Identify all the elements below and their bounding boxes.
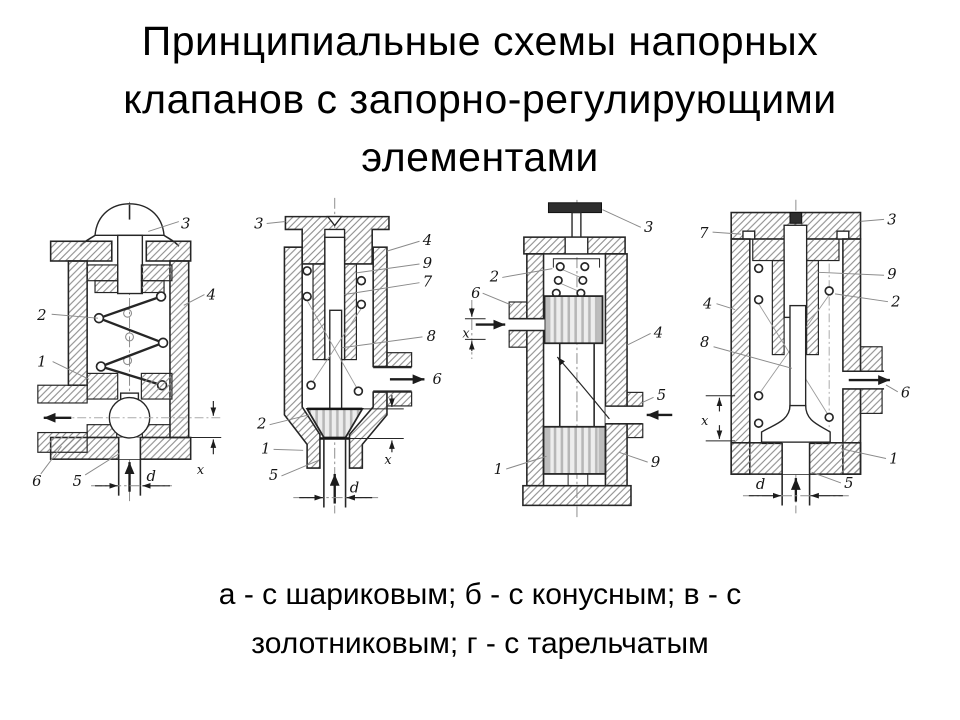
part-label-3: 3 — [254, 215, 263, 232]
stem-tube — [782, 224, 807, 319]
dimension-d: d — [292, 480, 378, 501]
upper-spool-land — [543, 295, 603, 345]
dim-label-x: x — [701, 414, 708, 429]
title-line-1: Принципиальные схемы напорных — [141, 18, 819, 64]
title-line-2: клапанов с запорно-регулирующими — [123, 76, 837, 122]
part-label-8: 8 — [426, 328, 435, 345]
figure-b-cone-valve: d x 3 4 9 7 8 6 2 — [254, 197, 442, 514]
part-labels: 3 2 6 4 5 1 9 — [471, 209, 666, 478]
dimension-x: x — [190, 401, 221, 478]
part-label-9: 9 — [887, 266, 896, 283]
inlet-pipe — [322, 438, 346, 508]
slide-title: Принципиальные схемы напорных клапанов с… — [0, 0, 960, 186]
lower-spool-land — [542, 425, 606, 486]
part-label-2: 2 — [36, 307, 46, 324]
top-plate — [522, 236, 626, 255]
seat-shoulders — [86, 424, 171, 439]
part-label-5: 5 — [72, 473, 81, 490]
left-port — [508, 301, 545, 348]
part-label-6: 6 — [32, 473, 41, 490]
upper-spring-plate — [86, 264, 173, 294]
cone-element — [305, 407, 364, 440]
valve-body — [283, 246, 388, 469]
spring — [551, 258, 600, 298]
inner-rod — [328, 309, 342, 410]
part-label-1: 1 — [889, 450, 898, 467]
dim-label-d: d — [349, 480, 358, 497]
part-label-9: 9 — [422, 255, 431, 272]
part-labels: 3 4 9 7 8 6 2 1 5 — [254, 215, 442, 483]
part-label-9: 9 — [650, 454, 659, 471]
dimension-x: x — [349, 395, 404, 468]
part-label-7: 7 — [422, 274, 432, 291]
part-label-8: 8 — [700, 334, 709, 351]
valve-body — [729, 238, 861, 475]
figures-row: d x 3 4 2 1 6 5 — [0, 190, 960, 524]
part-label-6: 6 — [471, 285, 480, 302]
dimension-x: x — [462, 300, 486, 359]
part-label-7: 7 — [699, 225, 709, 242]
figure-caption: а - с шариковым; б - с конусным; в - с з… — [0, 570, 960, 668]
part-label-5: 5 — [844, 475, 853, 492]
part-label-6: 6 — [900, 385, 909, 402]
guide-sleeve — [771, 259, 819, 356]
part-label-1: 1 — [260, 440, 269, 457]
part-label-4: 4 — [421, 232, 431, 249]
part-label-1: 1 — [493, 461, 502, 478]
part-label-5: 5 — [268, 467, 277, 484]
dim-label-x: x — [196, 463, 204, 478]
caption-line-2: золотниковым; г - с тарельчатым — [251, 627, 709, 661]
dim-label-d: d — [755, 476, 764, 493]
spring — [301, 266, 366, 396]
part-label-1: 1 — [37, 353, 46, 370]
dim-label-d: d — [146, 468, 155, 485]
bottom-plate — [729, 442, 861, 506]
part-label-6: 6 — [432, 371, 441, 388]
dimension-d: d — [90, 468, 172, 489]
part-labels: 3 4 2 1 6 5 — [32, 215, 216, 489]
figure-c-spool-valve: x 3 2 6 4 5 1 9 — [462, 199, 672, 521]
dimension-d: d — [742, 476, 849, 499]
part-label-2: 2 — [488, 268, 498, 285]
part-label-5: 5 — [656, 387, 665, 404]
dim-label-x: x — [384, 453, 392, 468]
caption-line-1: а - с шариковым; б - с конусным; в - с — [218, 578, 742, 612]
part-label-4: 4 — [702, 296, 712, 313]
title-line-3: элементами — [361, 134, 599, 180]
valve-body — [521, 253, 632, 507]
part-label-3: 3 — [181, 215, 190, 232]
part-label-3: 3 — [887, 211, 896, 228]
dimension-x: x — [701, 395, 735, 442]
part-label-3: 3 — [643, 219, 652, 236]
outlet-port — [36, 384, 88, 453]
part-label-4: 4 — [205, 286, 215, 303]
figure-a-ball-valve: d x 3 4 2 1 6 5 — [32, 201, 221, 504]
part-label-4: 4 — [652, 324, 662, 341]
flow-path-arrow — [556, 356, 610, 420]
dim-label-x: x — [462, 326, 470, 341]
right-port — [604, 391, 643, 439]
part-labels: 3 7 9 2 4 8 6 1 5 — [699, 211, 910, 492]
part-label-2: 2 — [890, 294, 900, 311]
figure-d-poppet-valve: d x 3 7 9 2 4 8 — [699, 199, 910, 514]
part-label-2: 2 — [256, 416, 266, 433]
